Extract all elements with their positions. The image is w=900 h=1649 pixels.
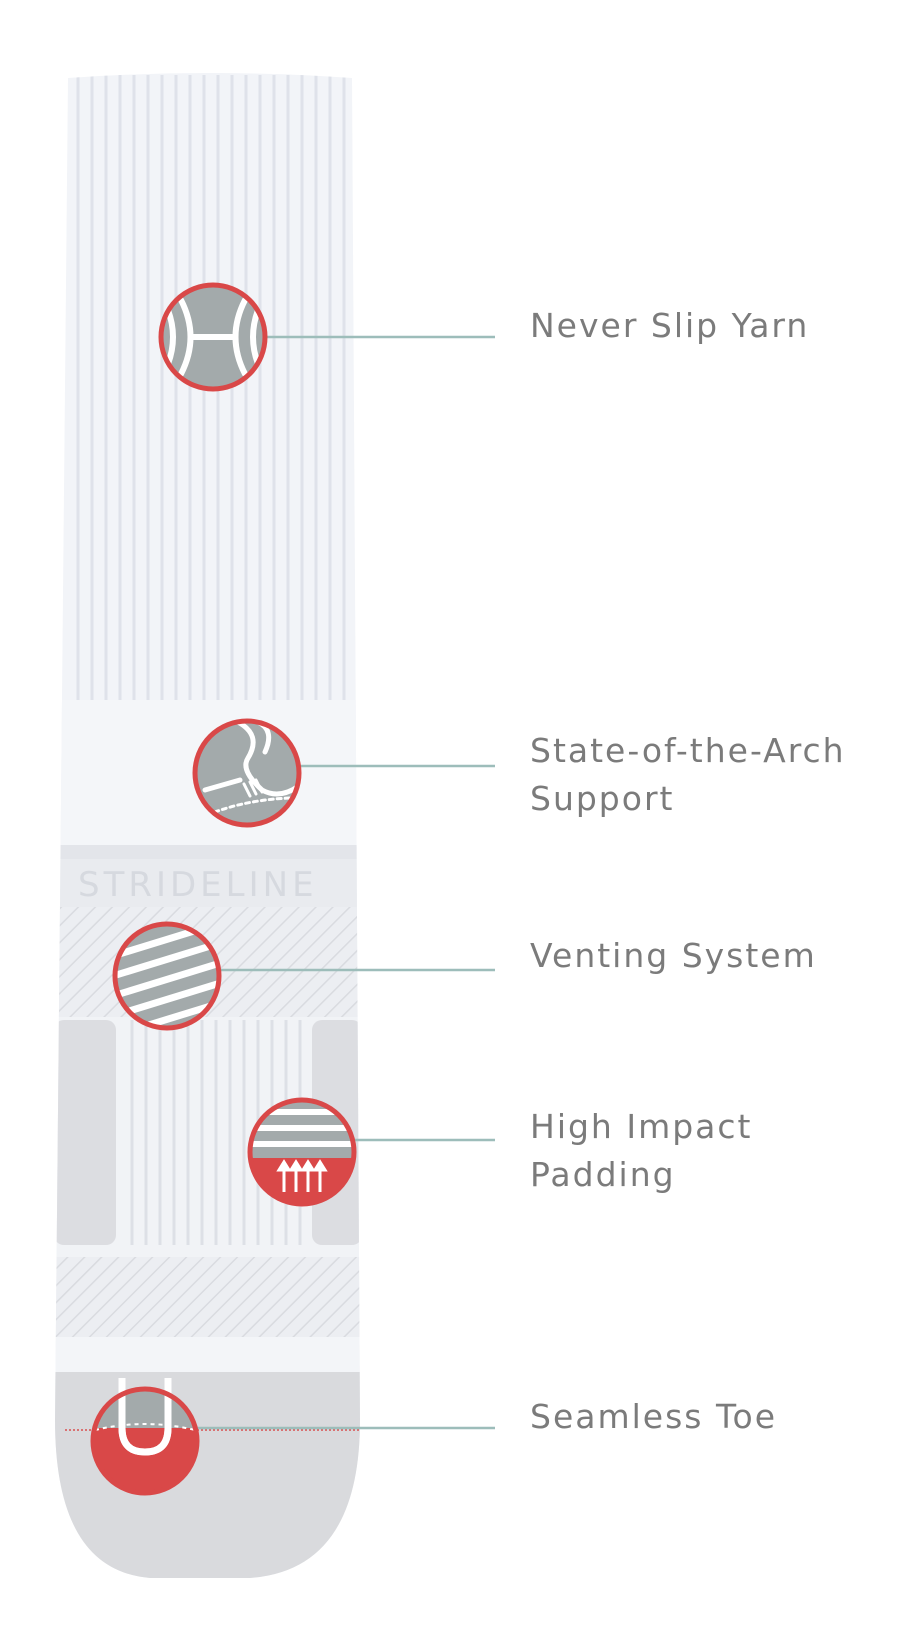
- feature-label-line: Padding: [530, 1155, 676, 1194]
- yarn-icon: [158, 282, 268, 392]
- label-venting-system: Venting System: [530, 932, 817, 980]
- label-seamless-toe: Seamless Toe: [530, 1393, 777, 1441]
- padding-icon: [247, 1097, 357, 1207]
- arch-support-icon: [192, 718, 302, 828]
- feature-label-line: Venting System: [530, 936, 817, 975]
- label-high-impact-padding: High Impact Padding: [530, 1103, 752, 1199]
- toe-icon: [90, 1378, 200, 1496]
- feature-label-line: High Impact: [530, 1107, 753, 1146]
- label-never-slip-yarn: Never Slip Yarn: [530, 302, 809, 350]
- feature-label-line: Seamless Toe: [530, 1397, 778, 1436]
- feature-label-line: State-of-the-Arch: [530, 731, 846, 770]
- sock-logo: STRIDELINE: [78, 865, 318, 905]
- label-arch-support: State-of-the-Arch Support: [530, 727, 846, 823]
- feature-label-line: Never Slip Yarn: [530, 306, 810, 345]
- feature-label-line: Support: [530, 779, 675, 818]
- connector-lines: [195, 335, 495, 1430]
